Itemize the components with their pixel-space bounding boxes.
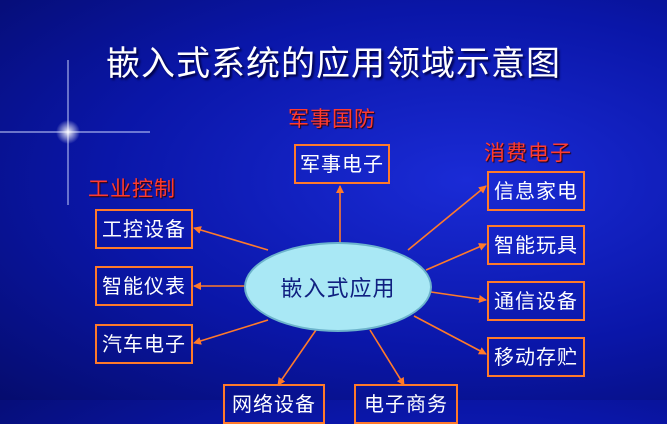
- node-electronic-commerce: 电子商务: [354, 384, 458, 424]
- category-consumer: 消费电子: [484, 141, 572, 165]
- arrow-auto-electronics: [193, 319, 269, 345]
- slide: 嵌入式系统的应用领域示意图 军事国防 工业控制 消费电子 军事电子 工控设备 智…: [0, 44, 585, 424]
- arrow-mobile-storage: [413, 315, 487, 355]
- node-smart-meters: 智能仪表: [95, 266, 193, 306]
- node-industrial-equipment: 工控设备: [95, 209, 193, 249]
- arrow-electronic-commerce: [369, 329, 405, 386]
- category-industrial: 工业控制: [88, 177, 176, 201]
- category-military: 军事国防: [288, 107, 376, 131]
- node-network-equipment: 网络设备: [223, 384, 325, 424]
- arrow-smart-toys: [425, 243, 487, 271]
- center-node: 嵌入式应用: [244, 242, 432, 332]
- node-mobile-storage: 移动存贮: [487, 337, 585, 377]
- center-label: 嵌入式应用: [280, 277, 396, 302]
- node-military-electronics: 军事电子: [294, 144, 390, 184]
- arrow-info-appliances: [407, 185, 487, 251]
- light-flare-icon: [0, 60, 150, 205]
- connector-arrows: [193, 185, 487, 386]
- node-smart-toys: 智能玩具: [487, 225, 585, 265]
- page-title: 嵌入式系统的应用领域示意图: [106, 44, 561, 84]
- node-info-appliances: 信息家电: [487, 171, 585, 211]
- node-comm-equipment: 通信设备: [487, 281, 585, 321]
- arrow-network-equipment: [277, 329, 317, 386]
- arrow-comm-equipment: [430, 291, 487, 303]
- node-auto-electronics: 汽车电子: [95, 324, 193, 364]
- arrow-industrial-equipment: [193, 226, 269, 251]
